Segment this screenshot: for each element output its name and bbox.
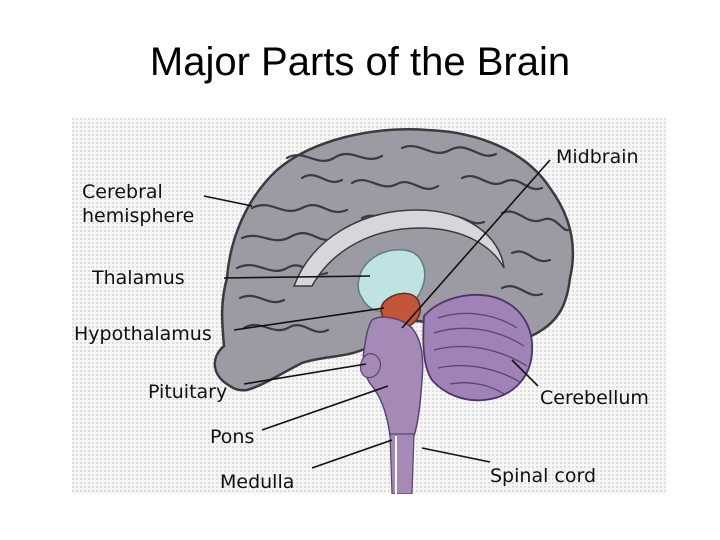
slide-title: Major Parts of the Brain	[149, 40, 571, 84]
pituitary	[359, 353, 381, 379]
cerebral-gyri	[235, 145, 570, 333]
corpus-callosum	[292, 209, 505, 287]
label-hypothalamus: Hypothalamus	[74, 323, 212, 345]
leader-lines	[203, 159, 551, 469]
spinal-cord	[389, 433, 415, 494]
label-medulla: Medulla	[220, 471, 294, 493]
leader-medulla	[311, 439, 393, 469]
label-midbrain: Midbrain	[556, 146, 639, 168]
leader-spinal-cord	[421, 447, 491, 463]
leader-hypothalamus	[233, 307, 385, 331]
brain-diagram: Midbrain Cerebral hemisphere Thalamus Hy…	[72, 118, 666, 494]
label-pons: Pons	[210, 426, 254, 448]
leader-cerebellum	[511, 359, 539, 387]
leader-pituitary	[243, 363, 367, 385]
leader-midbrain	[401, 159, 551, 329]
label-spinal-cord: Spinal cord	[490, 465, 596, 487]
label-cerebral-line-2: hemisphere	[82, 205, 194, 227]
brain-diagram-svg: Midbrain Cerebral hemisphere Thalamus Hy…	[72, 118, 666, 494]
cerebellum-folia	[433, 312, 528, 395]
leader-thalamus	[223, 275, 371, 279]
leader-cerebral	[203, 195, 253, 207]
label-cerebral-line-1: Cerebral	[82, 181, 163, 203]
label-thalamus: Thalamus	[91, 267, 185, 289]
label-cerebellum: Cerebellum	[540, 387, 649, 409]
leader-pons	[261, 385, 389, 431]
label-pituitary: Pituitary	[148, 381, 227, 403]
